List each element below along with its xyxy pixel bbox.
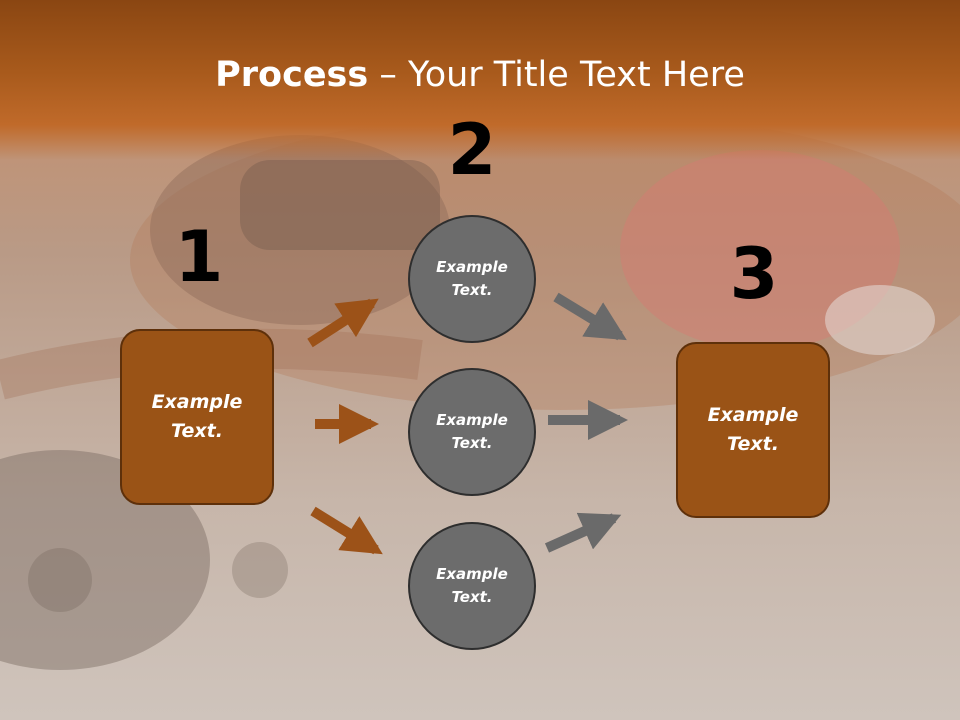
step-2-circle-middle: Example Text. [408,368,536,496]
arrow-top-to-3 [553,292,627,341]
step-2-circle-bottom: Example Text. [408,522,536,650]
step-number-3: 3 [729,233,779,315]
step-1-box: Example Text. [120,329,274,505]
step-1-box-text: Example Text. [151,391,243,442]
step-2-circle-top: Example Text. [408,215,536,343]
circle-top-text: Example Text. [436,258,508,299]
step-number-2: 2 [447,109,497,191]
circle-middle-text: Example Text. [436,411,508,452]
circle-bottom-text: Example Text. [436,565,508,606]
arrow-bottom-to-3 [544,512,622,553]
title-bold: Process [215,55,369,95]
step-3-box-text: Example Text. [707,404,799,455]
arrow-1-to-bottom [310,506,383,555]
arrow-1-to-top [307,298,379,348]
title-bar [0,0,960,160]
title-rest: – Your Title Text Here [368,55,745,95]
step-3-box: Example Text. [676,342,830,518]
slide-title: Process – Your Title Text Here [0,52,960,98]
step-number-1: 1 [174,216,224,298]
